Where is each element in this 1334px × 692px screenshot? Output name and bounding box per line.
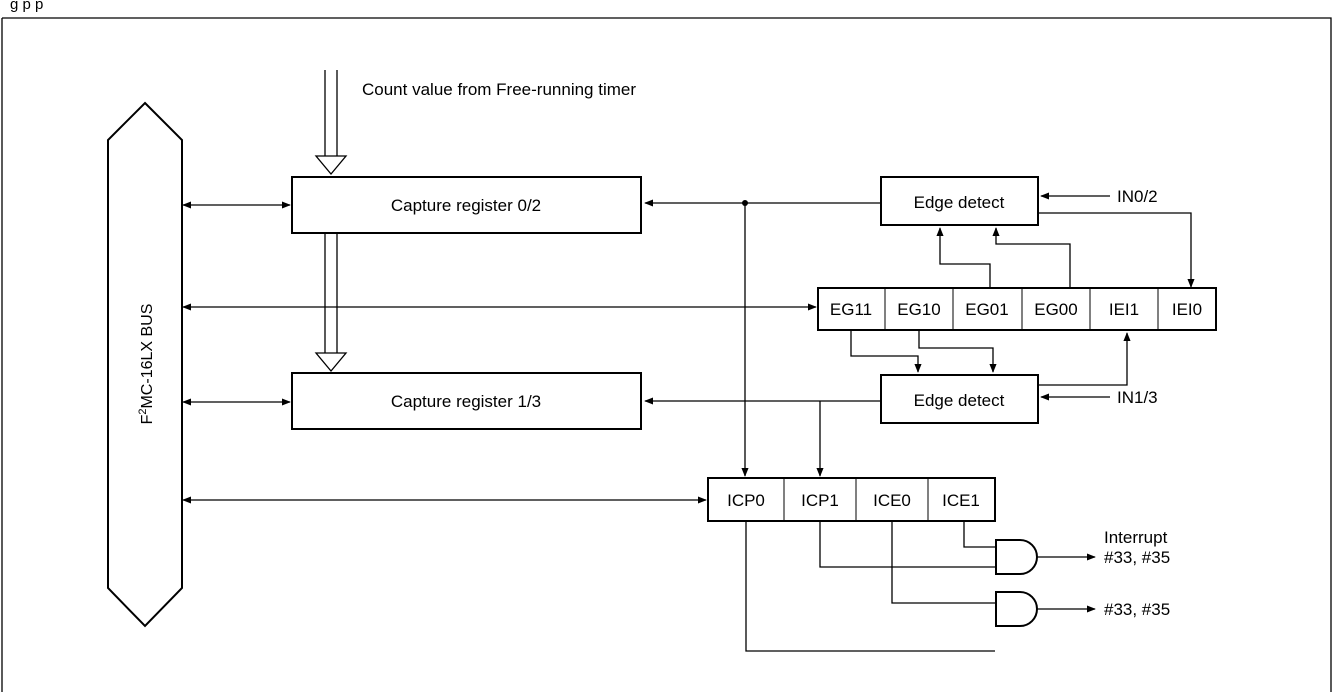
- control-bit-eg00: EG00: [1034, 300, 1077, 319]
- edge0-to-iei0-wire: [1039, 212, 1195, 288]
- eg10-to-edge0-wire: [992, 227, 1071, 289]
- and-gate-2: [995, 591, 1038, 627]
- status-bit-ice1: ICE1: [942, 491, 980, 510]
- edge-detect-0-label: Edge detect: [914, 193, 1005, 212]
- control-bit-eg11: EG11: [830, 300, 872, 319]
- ice0-to-and2-wire: [891, 522, 995, 604]
- status-bit-icp0: ICP0: [727, 491, 765, 510]
- in1-label: IN1/3: [1117, 388, 1158, 407]
- edge-detect-1-box: [880, 374, 1039, 424]
- diagram-frame: [1, 17, 1332, 692]
- eg01-to-edge1-wire: [850, 331, 922, 373]
- in0-label: IN0/2: [1117, 187, 1158, 206]
- status-bit-icp1: ICP1: [801, 491, 839, 510]
- control-bit-eg10: EG10: [897, 300, 940, 319]
- bus-label: F2MC-16LX BUS: [137, 304, 156, 425]
- eg00-to-edge1-wire: [918, 331, 997, 373]
- output-2-line2: #33, #35: [1104, 600, 1170, 619]
- and-gate-1: [995, 539, 1038, 575]
- edge-detect-0-box: [880, 176, 1039, 226]
- icp0-to-and2-wire: [745, 522, 995, 652]
- control-register: EG11 EG10 EG01 EG00 IEI1 IEI0: [817, 287, 1217, 331]
- capture-register-0-label: Capture register 0/2: [391, 196, 541, 215]
- output-1-line1: Interrupt: [1104, 528, 1168, 547]
- eg11-to-edge0-wire: [936, 227, 991, 289]
- icp1-to-and1-wire: [819, 522, 995, 568]
- capture-register-1-box: [291, 372, 642, 430]
- capture-register-0-box: [291, 176, 642, 234]
- count-label: Count value from Free-running timer: [362, 80, 636, 99]
- status-bit-ice0: ICE0: [873, 491, 911, 510]
- edge1-to-iei1-wire: [1039, 332, 1131, 386]
- edge-detect-1-label: Edge detect: [914, 391, 1005, 410]
- status-register: ICP0 ICP1 ICE0 ICE1: [707, 477, 996, 522]
- caption-fragment: g p p: [10, 0, 43, 13]
- control-bit-eg01: EG01: [965, 300, 1008, 319]
- output-1-line2: #33, #35: [1104, 548, 1170, 567]
- control-bit-iei1: IEI1: [1109, 300, 1139, 319]
- control-bit-iei0: IEI0: [1172, 300, 1202, 319]
- bus-shape: [107, 101, 183, 628]
- ice1-to-and1-wire: [963, 522, 995, 548]
- capture-register-1-label: Capture register 1/3: [391, 392, 541, 411]
